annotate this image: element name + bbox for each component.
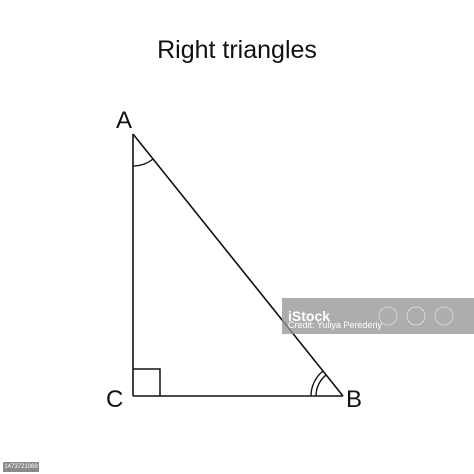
side-ab — [132, 133, 344, 397]
angle-arc-a — [132, 158, 154, 167]
angle-arc-b-outer — [310, 370, 324, 397]
vertex-label-a: A — [116, 107, 132, 134]
vertex-label-b: B — [346, 386, 362, 413]
angle-arc-b-inner — [315, 374, 327, 397]
watermark-credit: Credit: Yuliya Perederiy — [288, 320, 382, 330]
diagram-title: Right triangles — [157, 36, 317, 64]
watermark-banner: iStock Credit: Yuliya Perederiy — [282, 298, 474, 334]
stock-id-label: 1473721069 — [3, 462, 39, 472]
right-angle-marker — [133, 368, 161, 396]
watermark-logo: iStock — [282, 309, 380, 324]
watermark-brand: iStock — [288, 307, 331, 324]
watermark-circles-icon — [378, 306, 454, 326]
vertex-label-c: C — [106, 386, 123, 413]
